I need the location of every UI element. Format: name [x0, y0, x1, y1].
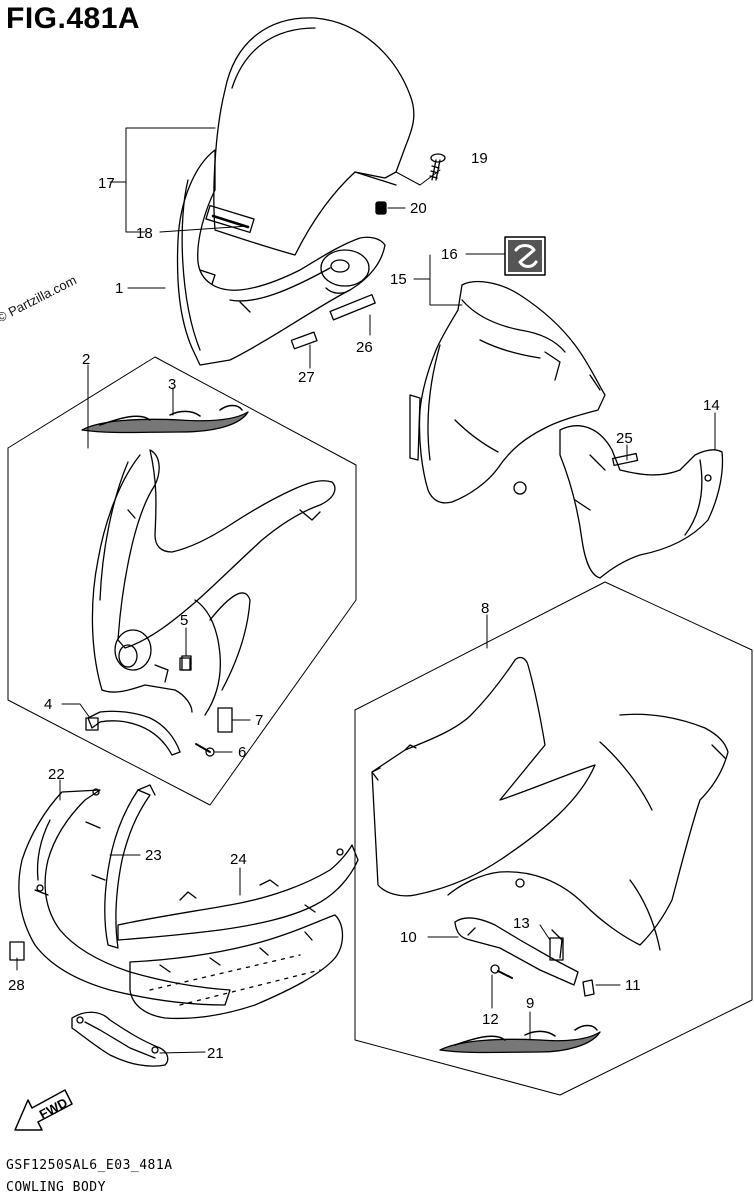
- figure-title: FIG.481A: [6, 2, 141, 35]
- callout-6: 6: [238, 744, 246, 761]
- callouts: 17 18 1 19 20 16 15 26 27 2 3 14 25 5 4 …: [8, 150, 720, 1062]
- group-box-2: [7, 356, 357, 806]
- lower-cowl-22: [18, 788, 231, 1006]
- callout-12: 12: [482, 1011, 499, 1028]
- callout-8: 8: [481, 600, 489, 617]
- fwd-arrow-icon: FWD: [14, 1089, 73, 1131]
- clip-11: [582, 979, 595, 997]
- lower-bracket-21: [71, 1011, 169, 1067]
- decal-9: [439, 1024, 601, 1054]
- side-bracket-part: [559, 425, 724, 579]
- callout-28: 28: [8, 977, 25, 994]
- lower-cowl-base: [129, 914, 344, 1020]
- cowl-body-part: [91, 449, 336, 716]
- callout-23: 23: [145, 847, 162, 864]
- footer-code: GSF1250SAL6_E03_481A: [6, 1158, 173, 1173]
- callout-7: 7: [255, 712, 263, 729]
- callout-4: 4: [44, 696, 52, 713]
- clip-5: [179, 657, 191, 671]
- strip-27: [290, 331, 318, 350]
- bracket-10: [454, 917, 579, 986]
- pad-13: [549, 937, 564, 961]
- callout-3: 3: [168, 376, 176, 393]
- side-cowl-part: [371, 656, 729, 951]
- bracket-4: [85, 710, 181, 756]
- callout-1: 1: [115, 280, 123, 297]
- callout-25: 25: [616, 430, 633, 447]
- upper-cowl-part: [176, 149, 386, 366]
- decal-3: [81, 404, 249, 434]
- callout-15: 15: [390, 271, 407, 288]
- strip-26: [329, 294, 376, 321]
- callout-2: 2: [82, 351, 90, 368]
- callout-10: 10: [400, 929, 417, 946]
- fwd-label: FWD: [37, 1095, 70, 1122]
- screw-6: [195, 743, 215, 757]
- windscreen-part: [205, 17, 415, 256]
- callout-21: 21: [207, 1045, 224, 1062]
- emblem-16: [504, 236, 546, 276]
- callout-20: 20: [410, 200, 427, 217]
- nut-20: [375, 201, 387, 215]
- callout-14: 14: [703, 397, 720, 414]
- callout-24: 24: [230, 851, 247, 868]
- inner-cowl-part: [409, 281, 606, 504]
- callout-5: 5: [180, 612, 188, 629]
- callout-17: 17: [98, 175, 115, 192]
- callout-22: 22: [48, 766, 65, 783]
- pad-7: [217, 707, 233, 733]
- lower-cowl-23: [85, 784, 156, 949]
- callout-16: 16: [441, 246, 458, 263]
- lower-cowl-24: [117, 844, 359, 941]
- callout-27: 27: [298, 369, 315, 386]
- callout-11: 11: [625, 977, 641, 994]
- pad-28: [9, 941, 25, 961]
- callout-26: 26: [356, 339, 373, 356]
- leader-lines: [16, 127, 716, 1054]
- footer-caption: COWLING BODY: [6, 1180, 106, 1195]
- callout-9: 9: [526, 995, 534, 1012]
- callout-13: 13: [513, 915, 530, 932]
- screw-19: [429, 153, 446, 181]
- callout-18: 18: [136, 225, 153, 242]
- group-box-8: [354, 581, 753, 1096]
- callout-19: 19: [471, 150, 488, 167]
- screw-12: [490, 964, 513, 979]
